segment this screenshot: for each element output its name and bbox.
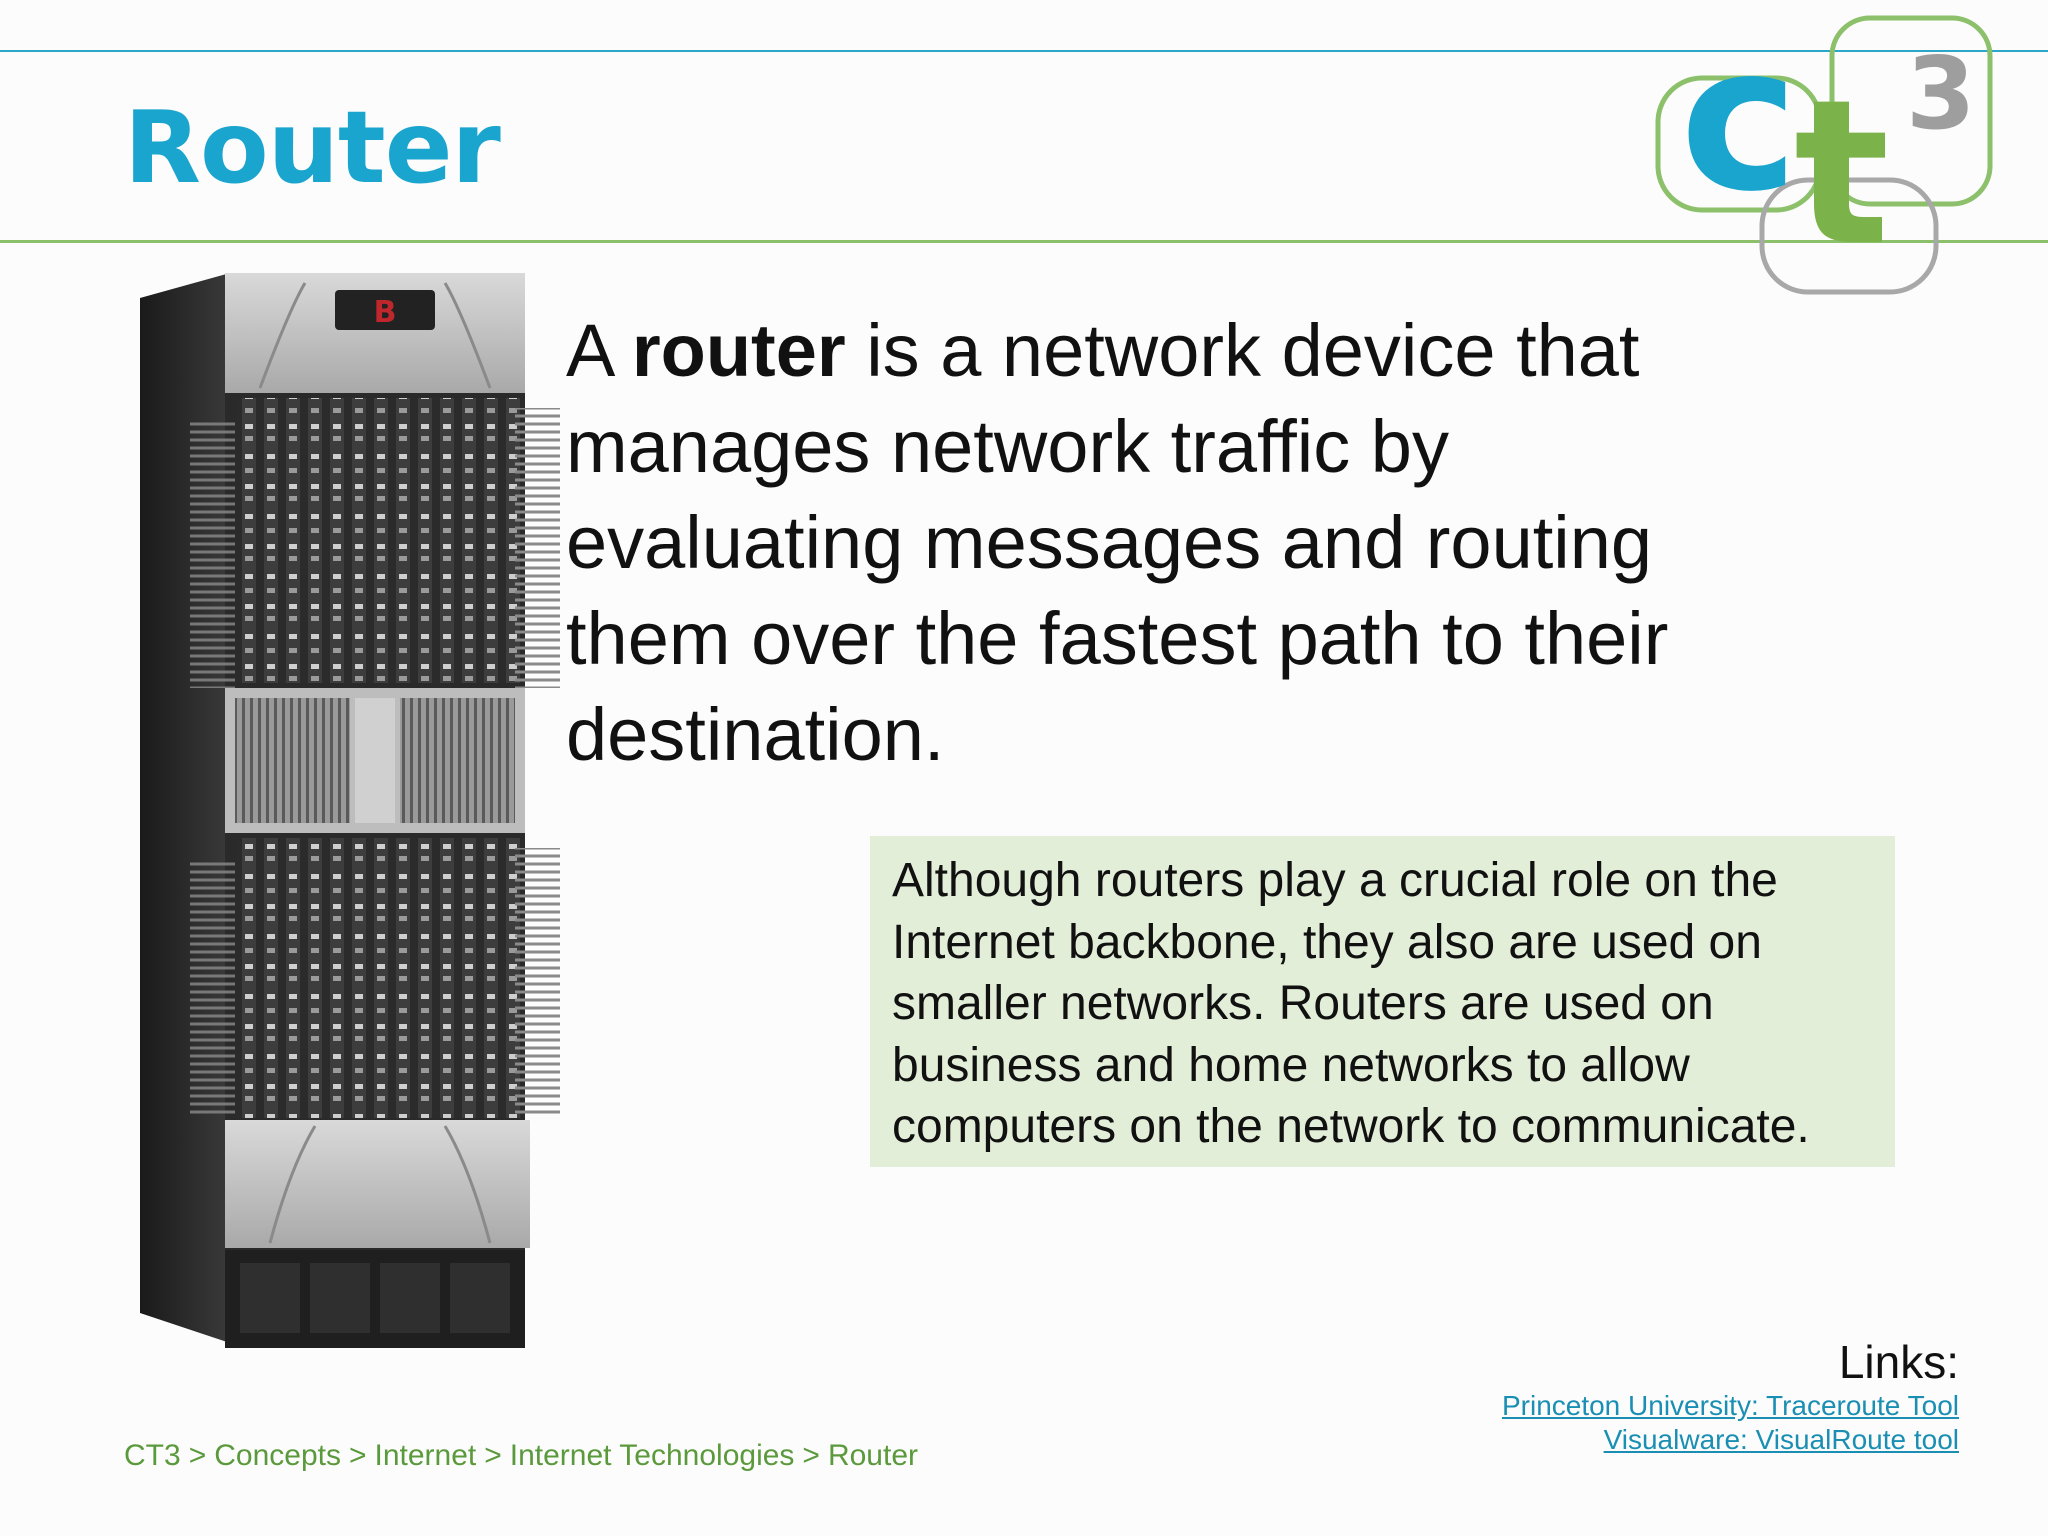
breadcrumb-separator: > — [348, 1439, 367, 1472]
router-chassis-image: B — [140, 273, 560, 1348]
breadcrumb-item[interactable]: Router — [827, 1439, 918, 1472]
note-callout: Although routers play a crucial role on … — [870, 836, 1895, 1167]
breadcrumb-item[interactable]: Internet Technologies — [509, 1439, 795, 1472]
breadcrumb: CT3>Concepts>Internet>Internet Technolog… — [124, 1438, 918, 1474]
breadcrumb-separator: > — [188, 1439, 207, 1472]
breadcrumb-separator: > — [802, 1439, 820, 1472]
ct3-logo: c t 3 — [1655, 10, 1993, 295]
logo-letter-t: t — [1794, 57, 1890, 290]
logo-letter-c: c — [1680, 10, 1799, 236]
definition-body: is a network device that manages network… — [566, 309, 1669, 776]
page-title: Router — [124, 89, 501, 206]
definition-term: router — [631, 309, 846, 392]
breadcrumb-item[interactable]: Concepts — [214, 1439, 341, 1472]
top-rule — [0, 50, 2048, 52]
links-heading: Links: — [1838, 1336, 1959, 1388]
header-divider — [0, 240, 2048, 243]
breadcrumb-separator: > — [484, 1439, 502, 1472]
svg-text:B: B — [374, 295, 397, 330]
breadcrumb-item[interactable]: CT3 — [124, 1439, 181, 1472]
note-text: Although routers play a crucial role on … — [892, 854, 1810, 1153]
definition-prefix: A — [566, 309, 632, 392]
breadcrumb-item[interactable]: Internet — [374, 1439, 477, 1472]
router-definition: A router is a network device that manage… — [566, 303, 1766, 783]
logo-letter-3: 3 — [1906, 35, 1976, 152]
link-princeton-traceroute[interactable]: Princeton University: Traceroute Tool — [1501, 1390, 1959, 1421]
link-visualware-visualroute[interactable]: Visualware: VisualRoute tool — [1603, 1424, 1959, 1455]
